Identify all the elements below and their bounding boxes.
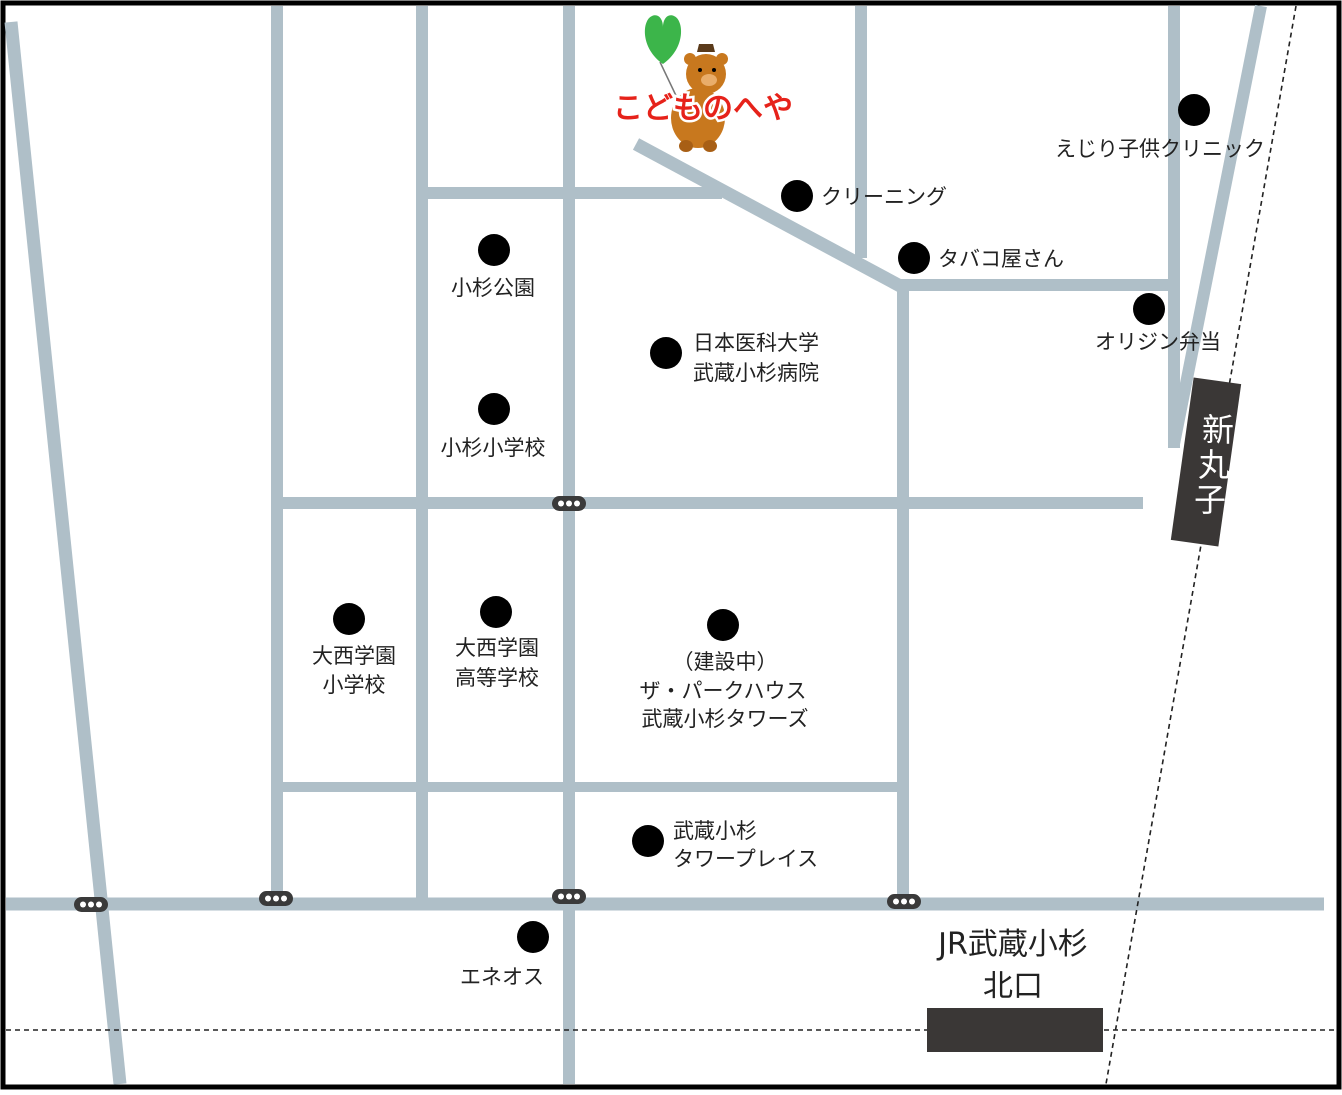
landmark-label: ザ・パークハウス <box>640 679 807 703</box>
railway-line-toyoko <box>1105 5 1297 1085</box>
station-char: 丸 <box>1198 446 1230 484</box>
landmark-label: 大西学園 <box>312 644 396 668</box>
landmark-label: 武蔵小杉タワーズ <box>642 707 809 731</box>
landmark-label: 小学校 <box>323 673 386 697</box>
traffic-signal-icon <box>259 891 293 906</box>
landmark-label: 武蔵小杉病院 <box>693 361 819 385</box>
landmark-label: 日本医科大学 <box>693 331 819 355</box>
station-shinmaruko[interactable]: 新 丸 子 <box>1170 377 1242 547</box>
landmark-label: オリジン弁当 <box>1095 330 1221 354</box>
landmark-label: （建設中） <box>673 650 778 674</box>
landmark-label: エネオス <box>460 965 544 989</box>
landmark-ejiri-clinic[interactable]: えじり子供クリニック <box>1055 94 1265 161</box>
landmark-label: 高等学校 <box>455 666 539 690</box>
station-char: 子 <box>1194 481 1226 519</box>
traffic-signal-icon <box>887 894 921 909</box>
landmark-kosugi-elementary[interactable]: 小杉小学校 <box>441 393 546 460</box>
traffic-signal-icon <box>552 889 586 904</box>
landmark-nms-hospital[interactable]: 日本医科大学 武蔵小杉病院 <box>650 331 819 385</box>
landmark-onishi-high[interactable]: 大西学園 高等学校 <box>455 596 539 690</box>
landmark-label: タバコ屋さん <box>938 247 1064 271</box>
landmark-label: クリーニング <box>821 185 947 209</box>
landmark-cleaning[interactable]: クリーニング <box>781 180 947 212</box>
landmark-label: えじり子供クリニック <box>1055 137 1265 161</box>
landmark-label: 大西学園 <box>455 636 539 660</box>
landmark-eneos[interactable]: エネオス <box>460 921 549 989</box>
brand-kodomo-no-heya[interactable]: こどものへや <box>611 15 796 152</box>
landmark-label: 武蔵小杉 <box>673 819 757 843</box>
station-name: JR武蔵小杉 <box>936 927 1088 962</box>
station-musashikosugi[interactable]: JR武蔵小杉 北口 <box>927 927 1103 1052</box>
traffic-signal-icon <box>74 897 108 912</box>
landmark-label: 小杉公園 <box>451 276 535 300</box>
landmark-onishi-elementary[interactable]: 大西学園 小学校 <box>312 603 396 697</box>
landmark-origin-bento[interactable]: オリジン弁当 <box>1095 293 1221 354</box>
landmark-tobacco-shop[interactable]: タバコ屋さん <box>898 242 1064 274</box>
traffic-signal-icon <box>552 496 586 511</box>
station-exit: 北口 <box>983 969 1043 1004</box>
brand-name: こどものへや <box>613 91 793 126</box>
landmark-kosugi-park[interactable]: 小杉公園 <box>451 234 535 300</box>
station-char: 新 <box>1202 411 1234 449</box>
station-platform <box>927 1008 1103 1052</box>
landmark-label: タワープレイス <box>673 847 818 871</box>
bear-with-heart-balloon-icon <box>644 15 728 152</box>
landmark-tower-place[interactable]: 武蔵小杉 タワープレイス <box>632 819 818 871</box>
landmark-label: 小杉小学校 <box>441 436 546 460</box>
landmark-park-house-towers[interactable]: （建設中） ザ・パークハウス 武蔵小杉タワーズ <box>640 609 809 731</box>
